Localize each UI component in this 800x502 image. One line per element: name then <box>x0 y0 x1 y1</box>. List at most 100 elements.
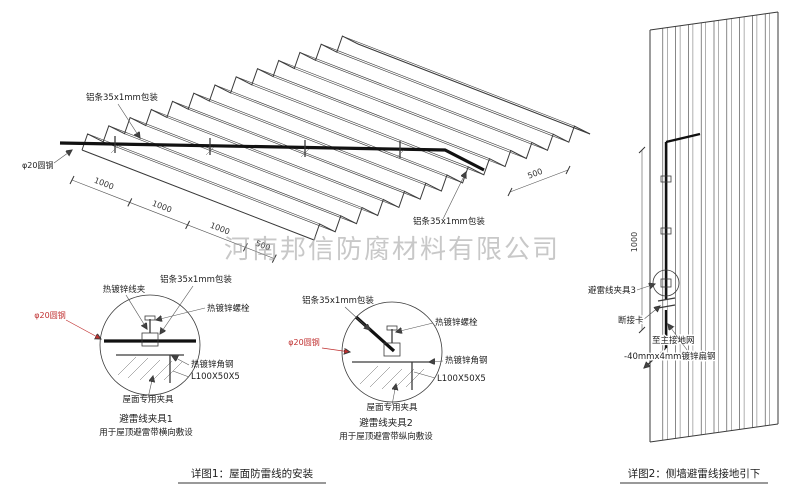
detail-circle-2: 铝条35x1mm包装 热镀锌螺栓 φ20圆钢 热镀锌角钢 L100X50X5 屋… <box>288 295 487 442</box>
pattern-line <box>321 43 554 135</box>
pattern-line <box>272 76 506 167</box>
leader-line <box>668 324 691 355</box>
to-ground-arrow <box>644 347 667 368</box>
wall-corrugation-pattern <box>649 11 779 443</box>
clamp1-label-round-steel: φ20圆钢 <box>34 310 65 320</box>
clamp2-label-roof-fixture: 屋面专用夹具 <box>366 402 418 413</box>
pattern-line <box>209 100 442 192</box>
caption-detail1-text: 详图1：屋面防雷线的安装 <box>191 467 314 480</box>
clamp1-label-bolt: 热镀锌螺栓 <box>207 303 250 314</box>
dim-tick <box>638 146 646 154</box>
roof-lightning-wire <box>59 141 485 172</box>
wall-clamp <box>660 175 672 183</box>
dim-tick <box>565 165 571 175</box>
pattern-line <box>230 92 463 184</box>
caption-detail2-text: 详图2：侧墙避雷线接地引下 <box>628 467 761 480</box>
pattern-line <box>299 52 533 143</box>
clamp2-subtitle: 用于屋顶避雷带纵向敷设 <box>339 431 433 442</box>
pattern-line <box>357 43 591 135</box>
roof-label-alum-strip-right: 铝条35x1mm包装 <box>413 216 485 227</box>
leader-line <box>160 285 194 334</box>
wall-label-to-ground: 至主接地网 <box>652 335 695 346</box>
dim-tick <box>127 198 133 207</box>
pattern-line <box>257 68 490 159</box>
pattern-line <box>166 117 400 208</box>
leader-line <box>172 370 190 378</box>
pattern-line <box>214 84 448 176</box>
roof-wire-clamp <box>110 136 120 154</box>
pattern-line <box>342 35 575 127</box>
detail-bubble <box>99 294 201 396</box>
clamp2-label-alum-strip: 铝条35x1mm包装 <box>302 295 374 306</box>
pattern-line <box>129 117 363 208</box>
dim-tick <box>271 254 277 263</box>
pattern-line <box>236 76 469 168</box>
clamp1-subtitle: 用于屋顶避雷带横向敷设 <box>99 427 193 438</box>
clamp2-label-bolt: 热镀锌螺栓 <box>435 317 478 328</box>
leader-line <box>147 376 153 399</box>
wall-drawing: 1000 避雷线夹具3 断接卡 至主接地网 -40mmx4mm镀锌扁钢 <box>587 132 717 368</box>
roof-wire-clamp <box>300 140 310 158</box>
wall-label-clamp3: 避雷线夹具3 <box>588 285 636 296</box>
detail-bubble <box>341 301 443 403</box>
clamp2-title: 避雷线夹具2 <box>359 417 413 429</box>
leader-line <box>413 371 436 379</box>
leader-line-red <box>65 319 101 339</box>
conductor-top-bend <box>665 132 701 144</box>
clamp2-label-angle-steel: 热镀锌角钢 <box>445 355 488 366</box>
leader-line <box>117 103 140 138</box>
clamp1-label-wire-clip: 热镀锌线夹 <box>103 284 146 295</box>
clamp1-label-angle-size: L100X50X5 <box>191 372 240 382</box>
clamp1-label-roof-fixture: 屋面专用夹具 <box>122 394 174 405</box>
detail-circle-1: 热镀锌线夹 铝条35x1mm包装 热镀锌螺栓 φ20圆钢 热镀锌角钢 L100X… <box>34 274 250 438</box>
roof-wire-clamps <box>110 136 405 159</box>
dim-tick <box>69 175 75 185</box>
pattern-line <box>108 125 341 217</box>
clamp1-label-alum-strip: 铝条35x1mm包装 <box>160 274 232 285</box>
pattern-line <box>193 92 426 184</box>
pattern-line <box>278 60 511 151</box>
caption-detail2: 详图2：侧墙避雷线接地引下 <box>620 467 768 484</box>
disconnect-bar <box>657 304 676 309</box>
caption-detail1: 详图1：屋面防雷线的安装 <box>178 467 326 484</box>
roof-wire-clamp <box>395 141 405 159</box>
pattern-line <box>81 149 315 241</box>
roof-wire-clamp <box>205 138 215 156</box>
leader-line <box>429 361 444 362</box>
wall-label-disconnect: 断接卡 <box>618 315 644 326</box>
leader-line <box>344 306 370 330</box>
leader-line <box>125 294 147 329</box>
clamp2-label-angle-size: L100X50X5 <box>437 374 486 384</box>
leader-line <box>636 284 655 291</box>
clamp1-title: 避雷线夹具1 <box>119 413 173 425</box>
roof-annotations: 铝条35x1mm包装 φ20圆钢 铝条35x1mm包装 <box>22 92 485 227</box>
dim-tick <box>638 326 646 334</box>
wall-dim-1000: 1000 <box>630 232 639 252</box>
leader-line <box>53 150 72 164</box>
dim-tick <box>185 220 191 230</box>
pattern-line <box>151 109 384 200</box>
dim-500-b: 500 <box>526 167 543 181</box>
leader-line-red <box>321 347 350 352</box>
clamp1-label-angle-steel: 热镀锌角钢 <box>191 359 234 370</box>
pattern-line <box>87 133 320 225</box>
clamp2-label-round-steel: φ20圆钢 <box>288 337 319 347</box>
roof-label-alum-strip-top: 铝条35x1mm包装 <box>86 92 158 103</box>
dim-line <box>71 179 275 259</box>
roof-label-round-steel: φ20圆钢 <box>22 160 53 170</box>
leader-line <box>442 172 466 220</box>
company-watermark: 河南邦信防腐材料有限公司 <box>224 235 560 265</box>
pattern-line <box>145 125 378 216</box>
wall-label-flat-steel: -40mmx4mm镀锌扁钢 <box>624 351 715 362</box>
roof-corrugation-pattern <box>81 35 591 241</box>
pattern-line <box>251 84 484 176</box>
pattern-line <box>124 133 357 224</box>
pattern-line <box>188 108 421 200</box>
leader-line <box>156 307 206 320</box>
clamp3-body <box>660 278 672 288</box>
dim-tick <box>242 243 248 252</box>
dim-tick <box>507 187 513 197</box>
leader-line <box>642 306 660 321</box>
